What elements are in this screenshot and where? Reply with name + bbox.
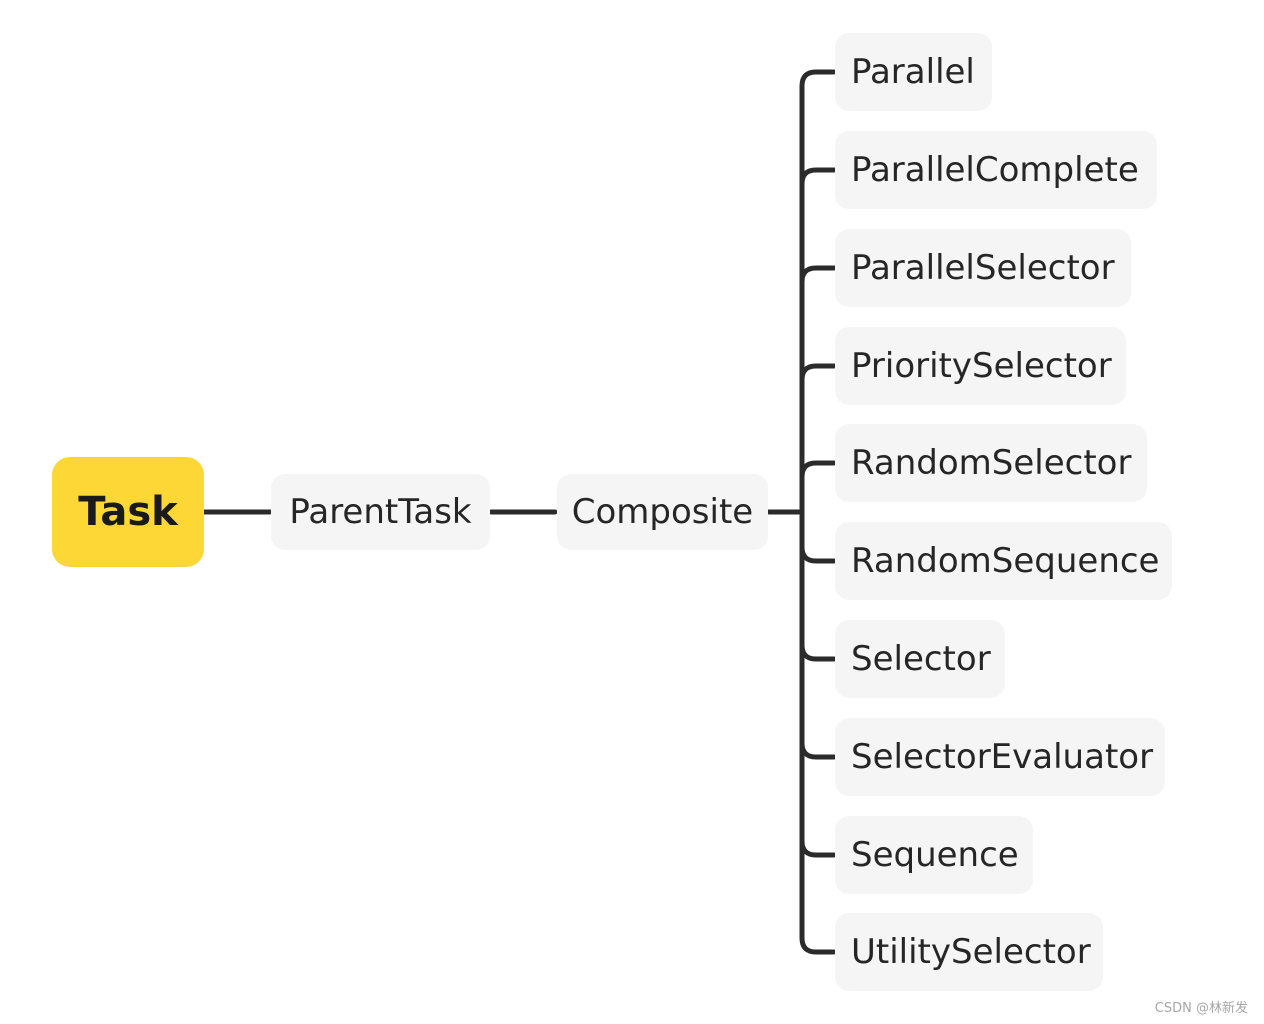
connector-branch-9 <box>799 838 837 858</box>
child-node-label: SelectorEvaluator <box>851 737 1154 777</box>
node-parenttask-label: ParentTask <box>289 492 472 532</box>
connector-branch-5 <box>799 460 837 480</box>
connector-branch-2 <box>799 167 837 187</box>
child-node-randomsequence[interactable]: RandomSequence <box>835 522 1172 600</box>
connector-branch-7 <box>799 642 837 662</box>
root-node-task[interactable]: Task <box>52 457 204 567</box>
node-composite-label: Composite <box>571 492 754 532</box>
connector-branch-4 <box>799 363 837 383</box>
child-node-priorityselector[interactable]: PrioritySelector <box>835 327 1126 405</box>
child-node-selectorevaluator[interactable]: SelectorEvaluator <box>835 718 1165 796</box>
child-node-label: UtilitySelector <box>851 932 1091 972</box>
connector-branch-6 <box>799 544 837 564</box>
child-node-label: PrioritySelector <box>851 346 1112 386</box>
child-node-label: Parallel <box>851 52 975 92</box>
child-node-randomselector[interactable]: RandomSelector <box>835 424 1147 502</box>
node-composite[interactable]: Composite <box>557 474 768 550</box>
child-node-utilityselector[interactable]: UtilitySelector <box>835 913 1103 991</box>
node-parenttask[interactable]: ParentTask <box>271 474 490 550</box>
child-node-sequence[interactable]: Sequence <box>835 816 1033 894</box>
connector-branch-8 <box>799 740 837 760</box>
connector-branch-3 <box>799 265 837 285</box>
child-node-parallelcomplete[interactable]: ParallelComplete <box>835 131 1157 209</box>
child-node-label: RandomSequence <box>851 541 1160 581</box>
child-node-label: ParallelComplete <box>851 150 1139 190</box>
child-node-label: ParallelSelector <box>851 248 1115 288</box>
child-node-label: Sequence <box>851 835 1019 875</box>
connector-children-bracket <box>799 69 837 955</box>
child-node-label: RandomSelector <box>851 443 1132 483</box>
child-node-selector[interactable]: Selector <box>835 620 1005 698</box>
child-node-parallel[interactable]: Parallel <box>835 33 992 111</box>
child-node-label: Selector <box>851 639 991 679</box>
watermark: CSDN @林新发 <box>1154 1001 1248 1016</box>
root-node-label: Task <box>78 489 178 535</box>
child-node-parallelselector[interactable]: ParallelSelector <box>835 229 1131 307</box>
